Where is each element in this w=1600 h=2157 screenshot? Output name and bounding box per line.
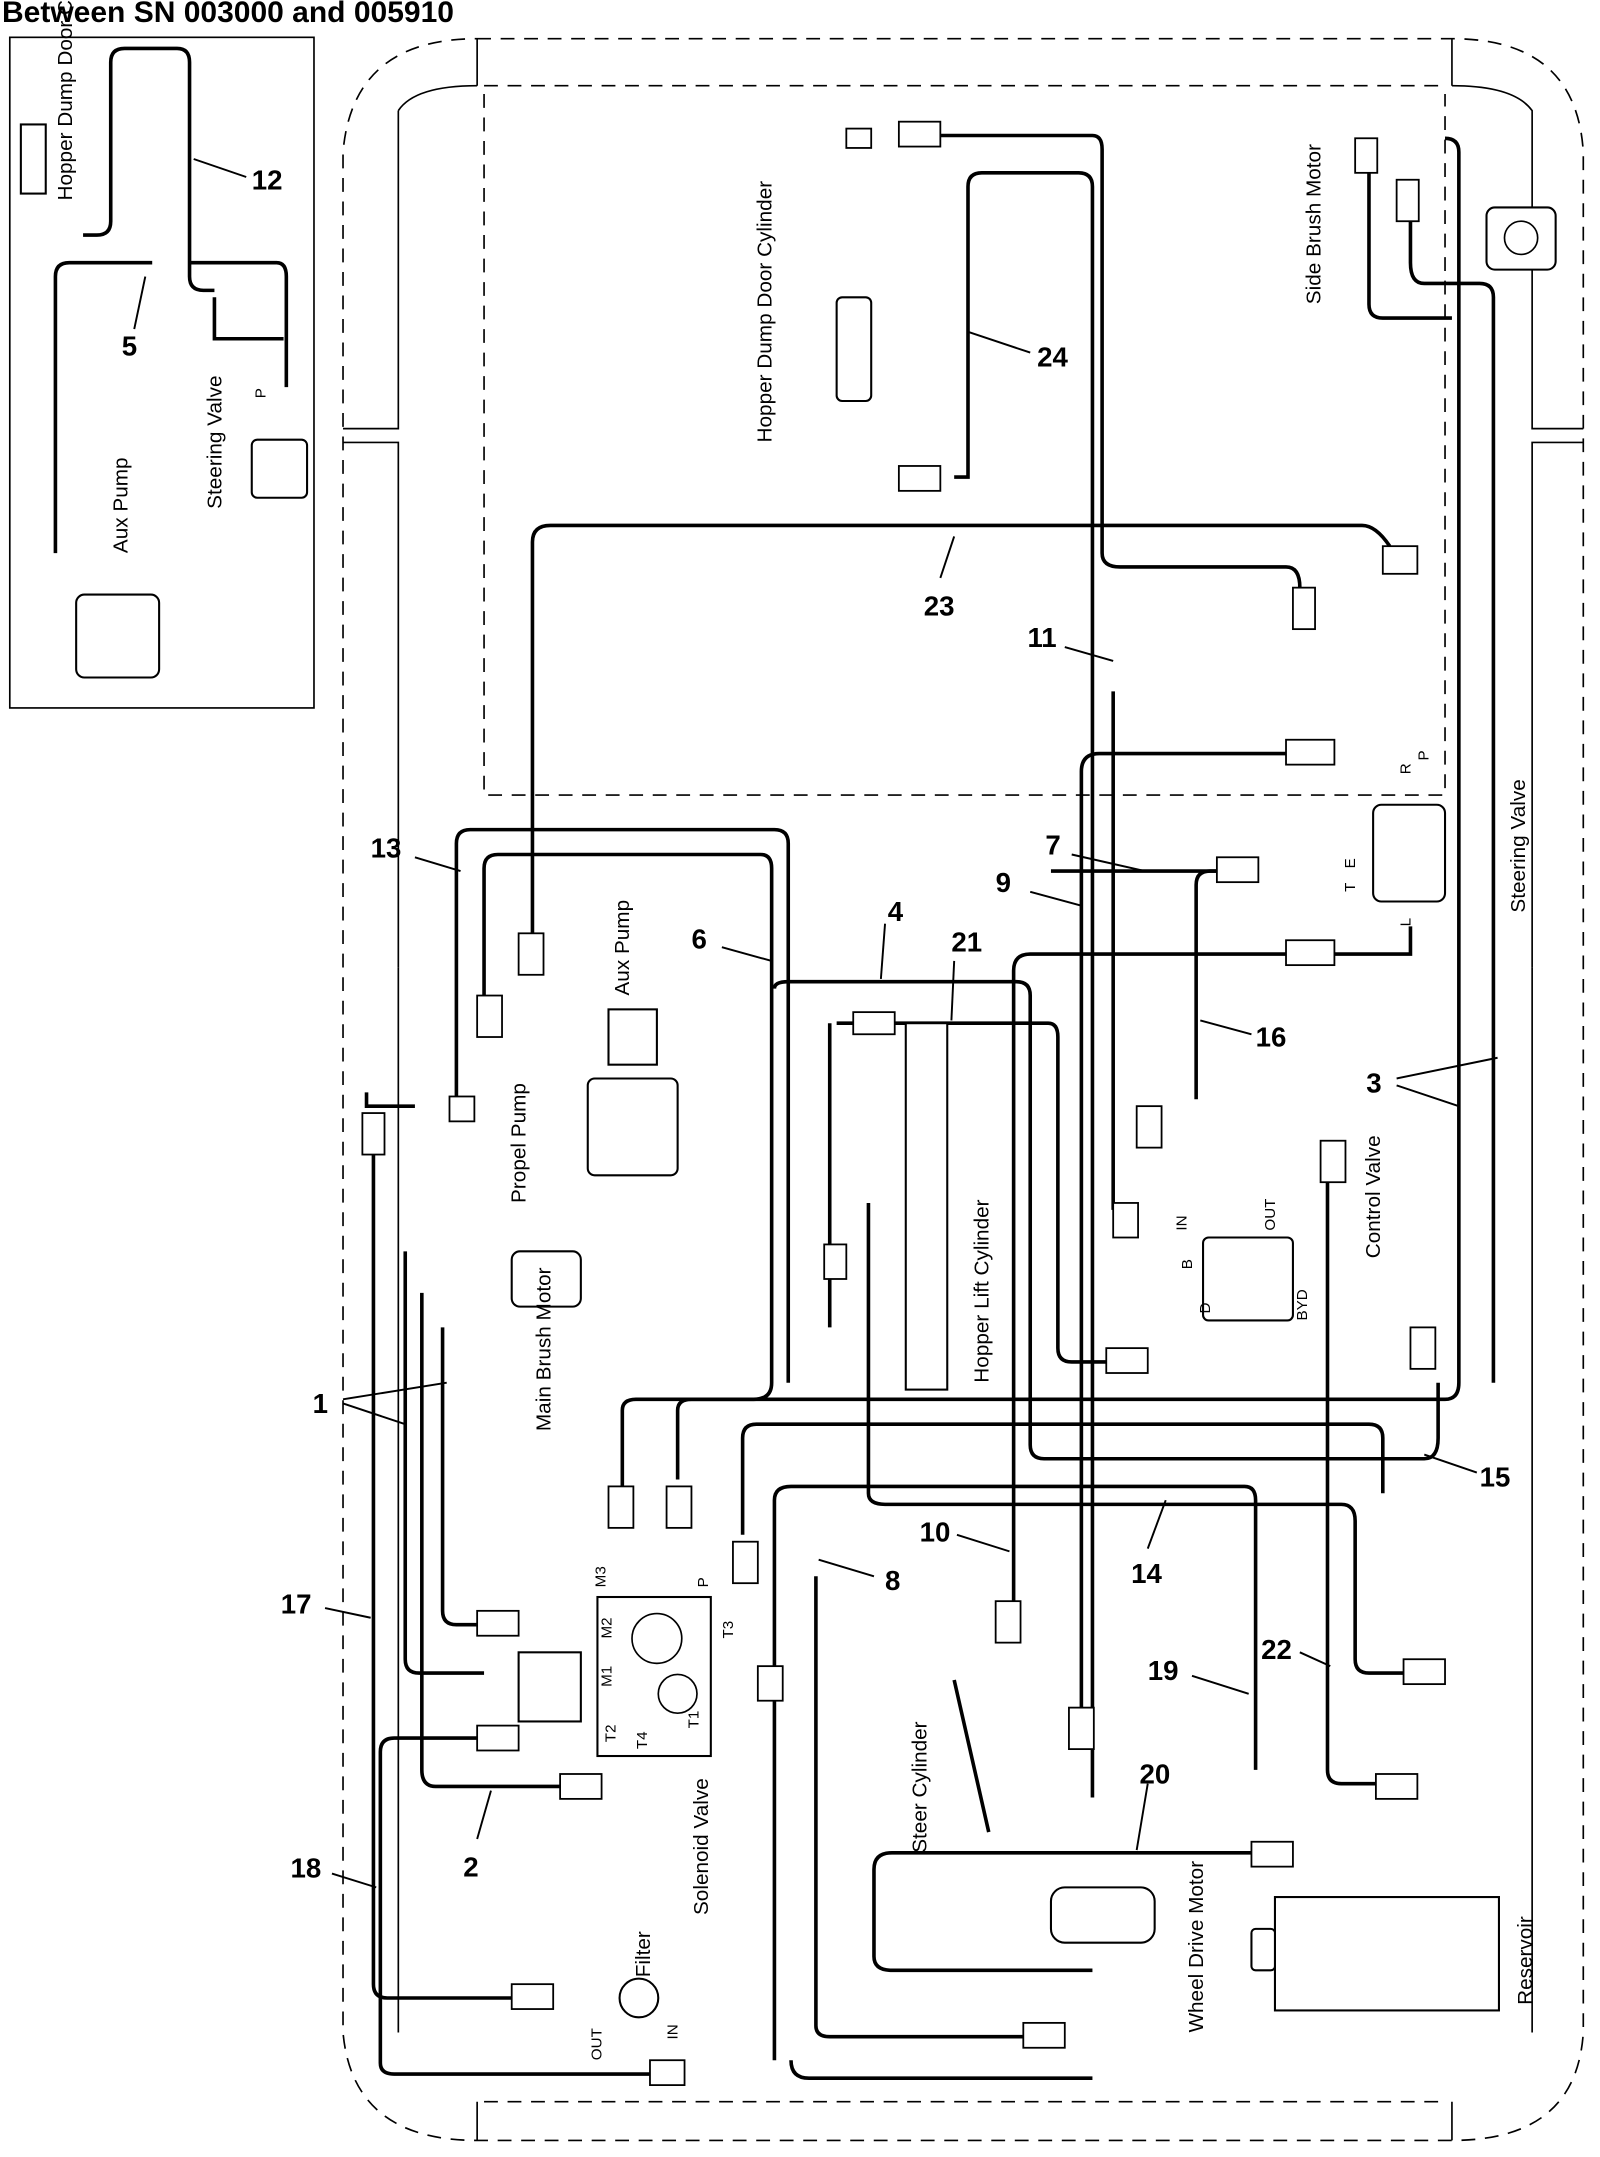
port-t4: T4 [634,1731,651,1749]
callout-19: 19 [1148,1655,1179,1686]
hoses [364,133,1496,2080]
label-main-brush-motor: Main Brush Motor [532,1267,555,1431]
callout-15: 15 [1480,1461,1511,1492]
port-m1: M1 [598,1666,615,1687]
aux-pump-icon [607,1008,658,1066]
solenoid-coil-icon [517,1651,582,1723]
port-cv-in: IN [1173,1215,1190,1230]
main-brush-motor-icon [510,1250,582,1308]
port-m3: M3 [593,1566,610,1587]
callout-11: 11 [1027,622,1056,653]
callout-21: 21 [951,926,982,957]
callout-4: 4 [888,896,904,927]
port-filter-in: IN [665,2024,682,2039]
propel-pump-icon [586,1077,679,1177]
inset-panel: Hopper Dump Door Cylinder 12 5 P Steerin… [8,0,315,709]
callout-16: 16 [1256,1022,1287,1053]
hopper-dump-cylinder-icon [835,296,873,403]
label-filter: Filter [632,1931,655,1977]
port-cv-byd: BYD [1294,1289,1311,1320]
callout-20: 20 [1139,1759,1170,1790]
port-p: P [695,1577,712,1587]
callout-6: 6 [691,924,706,955]
label-hopper-dump-door-cylinder: Hopper Dump Door Cylinder [754,181,777,443]
callout-10: 10 [920,1517,951,1548]
inset-callout-12: 12 [252,164,283,195]
label-hopper-lift-cylinder: Hopper Lift Cylinder [971,1199,994,1382]
port-steer-l: L [1397,918,1414,926]
label-solenoid-valve: Solenoid Valve [690,1778,713,1915]
port-t1: T1 [685,1711,702,1729]
inset-label-aux-pump: Aux Pump [109,457,132,553]
port-steer-p: P [1415,750,1432,760]
port-labels: M3 P M2 M1 T3 T2 T4 T1 IN OUT R P E T L … [589,750,1433,2060]
callout-17: 17 [281,1589,312,1620]
port-cv-out: OUT [1262,1199,1279,1231]
steering-valve-icon [1372,803,1447,903]
callout-24: 24 [1037,341,1068,372]
callout-13: 13 [371,832,402,863]
callout-14: 14 [1131,1558,1162,1589]
side-brush-motor-icon [1485,206,1557,271]
callout-3: 3 [1366,1067,1381,1098]
port-t2: T2 [602,1724,619,1742]
control-valve-icon [1202,1236,1294,1322]
port-steer-e: E [1342,858,1359,868]
inset-port-p: P [253,388,270,398]
diagram-title: Between SN 003000 and 005910 [2,0,454,29]
inset-hopper-cylinder-icon [19,123,47,195]
label-wheel-drive-motor: Wheel Drive Motor [1185,1861,1208,2033]
inset-label-hopper-cylinder: Hopper Dump Door Cylinder [54,0,77,200]
label-aux-pump: Aux Pump [611,900,634,996]
port-filter-out: OUT [589,2028,606,2060]
port-steer-t: T [1342,883,1359,892]
callout-22: 22 [1261,1634,1292,1665]
callout-7: 7 [1045,830,1060,861]
solenoid-valve-icon [596,1595,712,1758]
callout-1: 1 [313,1388,328,1419]
steer-cylinder-icon [952,1679,991,1833]
port-cv-d: D [1197,1303,1214,1314]
chassis-outline [342,37,1585,2142]
callout-9: 9 [996,867,1011,898]
callout-23: 23 [924,590,955,621]
reservoir-icon [1273,1896,1500,2012]
leader-lines [324,330,1498,1889]
label-steer-cylinder: Steer Cylinder [909,1721,932,1852]
port-m2: M2 [598,1617,615,1638]
callouts: 24 23 11 13 7 9 4 21 6 16 3 1 15 10 8 14… [281,341,1511,1883]
hopper-lift-cylinder-icon [904,1022,949,1391]
wheel-drive-motor-icon [1049,1886,1156,1944]
callout-18: 18 [290,1853,321,1884]
label-control-valve: Control Valve [1362,1135,1385,1258]
label-side-brush-motor-1: Side Brush Motor [1303,144,1326,304]
components [510,206,1557,2019]
inset-callout-5: 5 [122,330,137,361]
inset-aux-pump-icon [75,593,161,679]
filter-icon [618,1977,660,2019]
label-steering-valve: Steering Valve [1507,779,1530,912]
port-t3: T3 [720,1621,737,1639]
component-labels: Side Brush Motor Hopper Dump Door Cylind… [508,144,1538,2033]
callout-2: 2 [463,1851,478,1882]
port-steer-r: R [1397,763,1414,774]
label-propel-pump: Propel Pump [508,1083,531,1203]
label-reservoir: Reservoir [1514,1916,1537,2005]
callout-8: 8 [885,1565,900,1596]
inset-steering-valve-icon [250,438,309,499]
fittings [361,120,1446,2086]
inset-label-steering-valve: Steering Valve [203,376,226,509]
port-cv-b: B [1179,1259,1196,1269]
